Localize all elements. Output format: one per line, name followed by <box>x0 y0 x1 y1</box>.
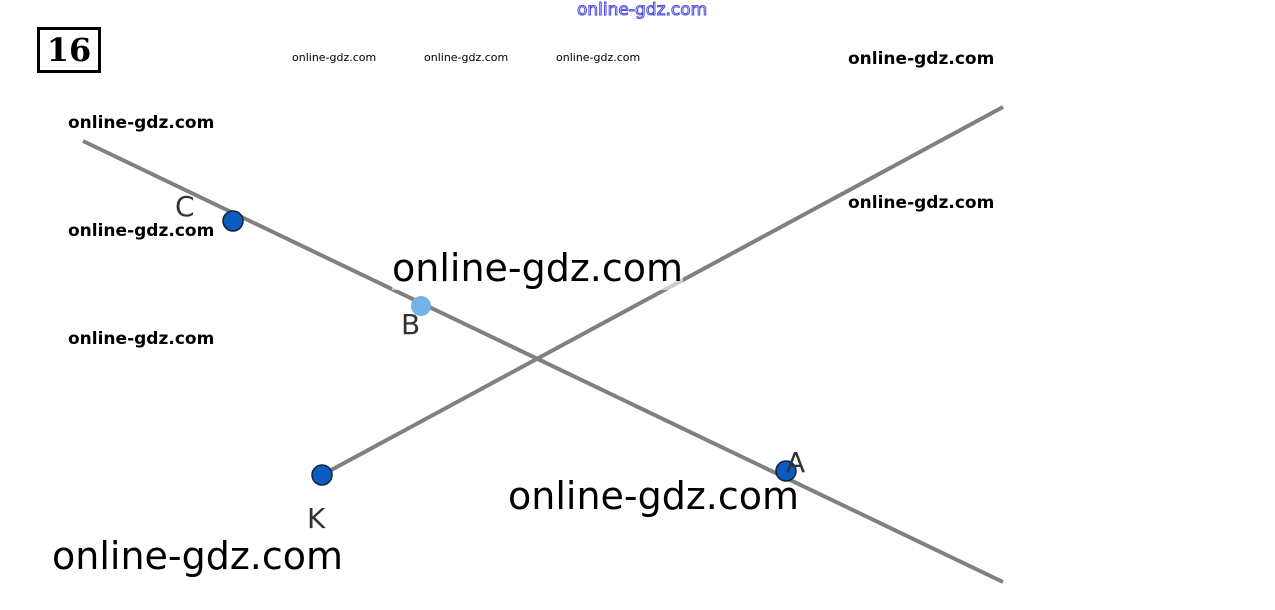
watermark: online-gdz.com <box>292 51 377 64</box>
point-c <box>222 210 244 232</box>
point-a <box>775 460 797 482</box>
label-a: A <box>786 446 805 479</box>
label-k: K <box>307 502 326 535</box>
watermark-top: online-gdz.com <box>576 0 708 21</box>
watermark: online-gdz.com <box>68 329 215 349</box>
point-b <box>411 296 431 316</box>
watermark: online-gdz.com <box>68 221 215 241</box>
watermark: online-gdz.com <box>508 474 800 518</box>
watermark: online-gdz.com <box>52 534 344 578</box>
watermark: online-gdz.com <box>424 51 509 64</box>
watermark: online-gdz.com <box>848 49 995 69</box>
watermark: online-gdz.com <box>848 193 995 213</box>
ray-k <box>321 105 1004 477</box>
watermark: online-gdz.com <box>68 113 215 133</box>
problem-number: 16 <box>37 27 101 73</box>
point-k <box>311 464 333 486</box>
label-b: B <box>401 308 420 341</box>
label-c: C <box>175 190 195 223</box>
watermark: online-gdz.com <box>392 246 684 290</box>
watermark: online-gdz.com <box>556 51 641 64</box>
